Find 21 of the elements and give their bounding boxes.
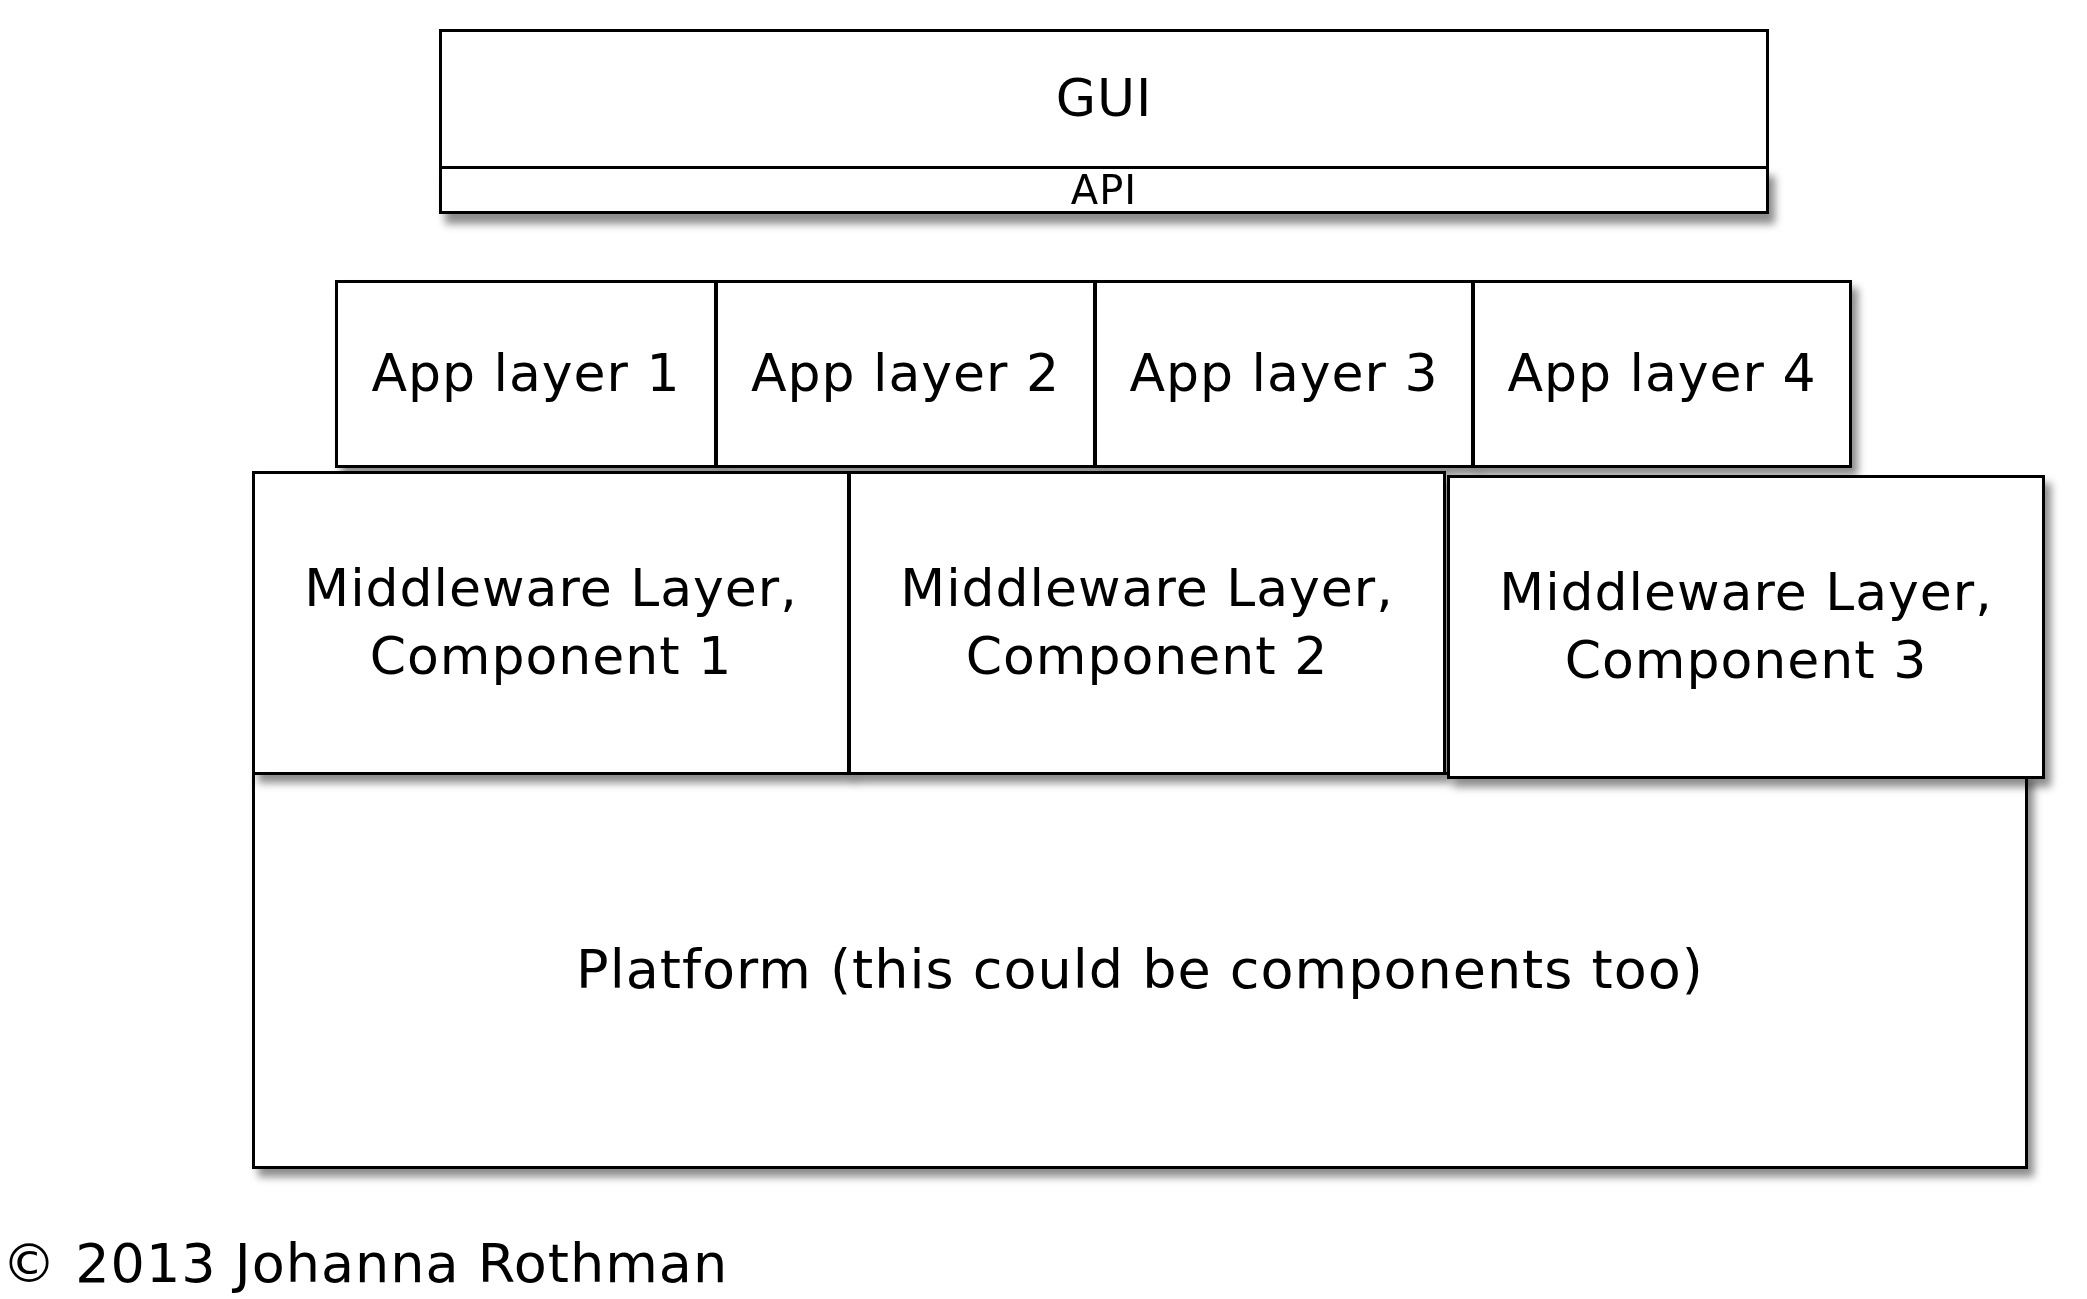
layer-label: Middleware Layer, Component 2 — [899, 557, 1395, 688]
layer-label: Platform (this could be components too) — [576, 937, 1704, 1004]
layer-label: Middleware Layer, Component 1 — [303, 557, 799, 688]
layer-label: App layer 4 — [1507, 342, 1817, 406]
layer-label: Middleware Layer, Component 3 — [1498, 561, 1994, 692]
layer-box — [1094, 280, 1474, 468]
layer-label: App layer 1 — [371, 342, 681, 406]
layer-label: API — [1070, 170, 1138, 210]
layer-label: GUI — [1055, 67, 1153, 131]
layer-box — [715, 280, 1096, 468]
layer-box — [335, 280, 717, 468]
layer-box — [439, 166, 1769, 214]
copyright-note: © 2013 Johanna Rothman — [2, 1232, 729, 1295]
layer-box — [252, 471, 850, 775]
layer-label: App layer 3 — [1129, 342, 1439, 406]
layer-box — [439, 29, 1769, 169]
layer-label: App layer 2 — [750, 342, 1061, 406]
layer-box — [252, 772, 2028, 1169]
layer-box — [1472, 280, 1852, 468]
layer-box — [1447, 475, 2045, 779]
layer-box — [848, 471, 1446, 775]
